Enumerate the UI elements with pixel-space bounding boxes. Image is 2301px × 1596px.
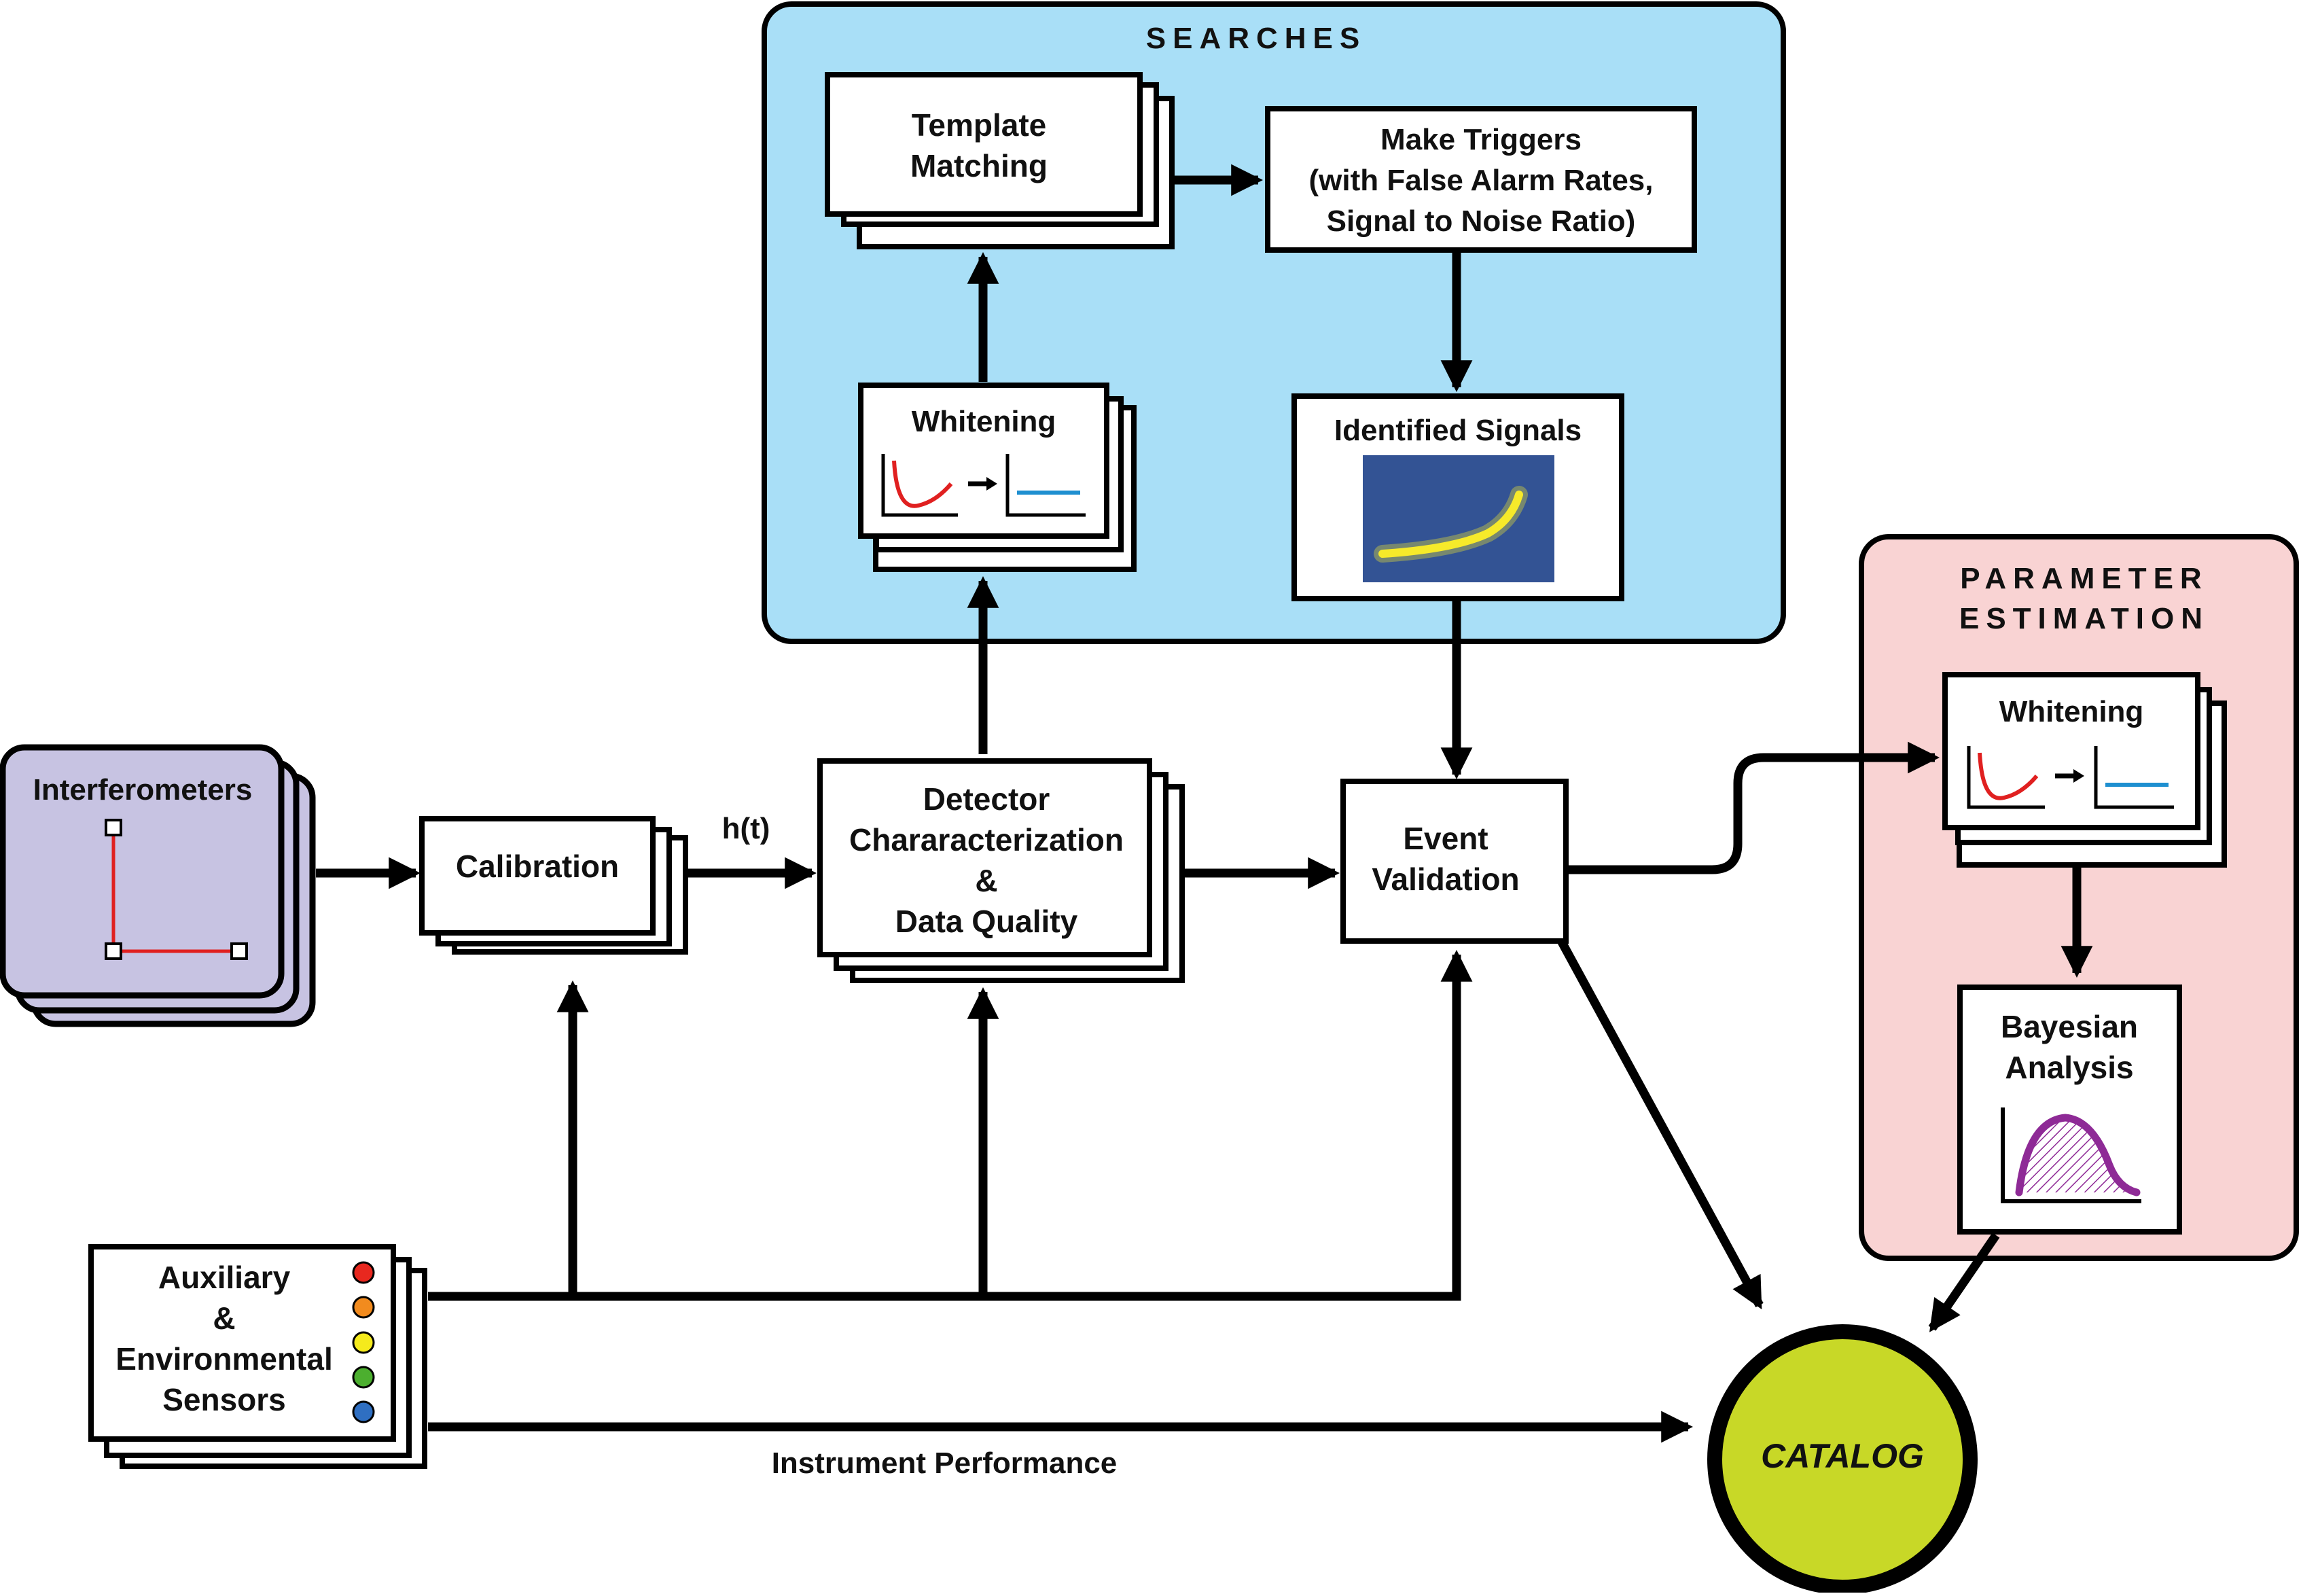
identified-signals-node: Identified Signals xyxy=(1291,393,1624,601)
interferometers-label: Interferometers xyxy=(33,773,253,806)
sensor-dot-red xyxy=(352,1261,375,1284)
aux-label-line3: Environmental xyxy=(115,1341,333,1377)
edge-label-ht: h(t) xyxy=(722,812,770,845)
interferometers-box xyxy=(0,744,285,999)
whitening-search-box xyxy=(858,383,1109,539)
detchar-label-line3: & xyxy=(975,863,997,898)
sensor-dot-yellow xyxy=(352,1331,375,1354)
whitening-search-icon xyxy=(881,454,1086,517)
catalog-label: CATALOG xyxy=(1761,1437,1924,1475)
parameter-title-line2: ESTIMATION xyxy=(1959,602,2209,635)
aux-label-line4: Sensors xyxy=(162,1382,286,1417)
arrow-event-pe-whitening xyxy=(1567,741,1940,874)
triggers-label-line3: Signal to Noise Ratio) xyxy=(1327,205,1636,238)
whitening-search-node: Whitening xyxy=(858,383,1137,572)
arrow-bayes-catalog xyxy=(1928,1233,2000,1332)
bayesian-analysis-node: Bayesian Analysis xyxy=(1957,985,2182,1235)
calibration-node: Calibration xyxy=(419,816,688,955)
searches-title: SEARCHES xyxy=(1146,22,1367,55)
aux-label-line1: Auxiliary xyxy=(158,1260,291,1295)
make-triggers-node: Make Triggers (with False Alarm Rates, S… xyxy=(1265,106,1697,253)
calibration-box xyxy=(419,816,656,936)
arrow-event-catalog xyxy=(1556,937,1764,1310)
sensor-indicator-dots xyxy=(352,1261,375,1423)
event-label-line1: Event xyxy=(1403,821,1488,856)
catalog-node: CATALOG xyxy=(1707,1324,1978,1595)
signal-spectrogram-icon xyxy=(1363,455,1554,582)
triggers-label-line2: (with False Alarm Rates, xyxy=(1309,164,1654,197)
template-label-line2: Matching xyxy=(910,148,1048,183)
sensor-dot-blue xyxy=(352,1400,375,1423)
sensor-dot-orange xyxy=(352,1296,375,1319)
whitening-pe-label: Whitening xyxy=(1999,695,2144,728)
whitening-search-label: Whitening xyxy=(912,405,1056,438)
calibration-label: Calibration xyxy=(456,849,619,884)
interferometer-l-icon xyxy=(105,819,248,960)
bayes-label-line1: Bayesian xyxy=(2001,1009,2138,1044)
arrow-aux-event xyxy=(428,949,1473,1301)
triggers-label-line1: Make Triggers xyxy=(1380,123,1582,156)
make-triggers-box xyxy=(1265,106,1697,253)
auxiliary-sensors-node: Auxiliary & Environmental Sensors xyxy=(88,1244,427,1469)
sensor-dot-green xyxy=(352,1366,375,1389)
detchar-label-line1: Detector xyxy=(923,781,1050,817)
auxiliary-sensors-box xyxy=(88,1244,396,1442)
detchar-label-line4: Data Quality xyxy=(895,904,1078,939)
edge-label-instrument-performance: Instrument Performance xyxy=(772,1447,1118,1480)
template-matching-box xyxy=(825,72,1143,217)
detchar-label-line2: Chararacterization xyxy=(849,822,1124,857)
interferometers-node: Interferometers xyxy=(0,744,316,1027)
event-validation-node: Event Validation xyxy=(1340,779,1569,944)
detchar-box xyxy=(817,758,1152,957)
connectors xyxy=(316,164,2093,1443)
parameter-title-line1: PARAMETER xyxy=(1960,562,2208,595)
event-validation-box xyxy=(1340,779,1569,944)
template-matching-node: Template Matching xyxy=(825,72,1175,249)
aux-label-line2: & xyxy=(213,1300,235,1336)
identified-signals-label: Identified Signals xyxy=(1334,414,1582,447)
bayesian-analysis-box xyxy=(1957,985,2182,1235)
posterior-distribution-icon xyxy=(2001,1107,2141,1203)
whitening-pe-icon xyxy=(1967,746,2174,809)
whitening-pe-node: Whitening xyxy=(1942,672,2227,868)
catalog-circle xyxy=(1707,1324,1978,1595)
template-label-line1: Template xyxy=(912,107,1047,143)
bayes-label-line2: Analysis xyxy=(2005,1050,2133,1085)
detchar-node: Detector Chararacterization & Data Quali… xyxy=(817,758,1185,983)
event-label-line2: Validation xyxy=(1372,862,1519,897)
whitening-pe-box xyxy=(1942,672,2200,830)
